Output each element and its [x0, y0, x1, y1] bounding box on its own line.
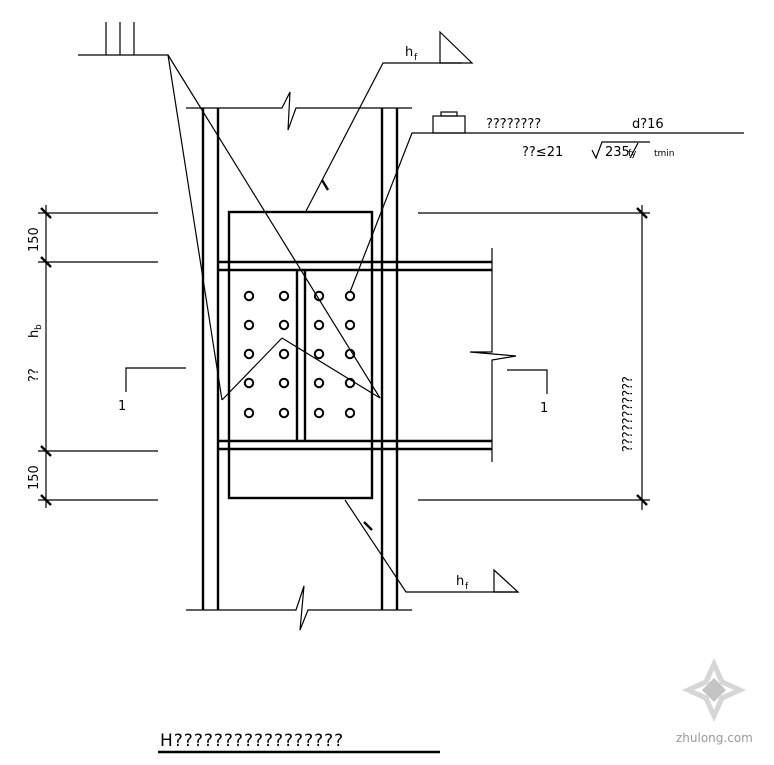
weld-label-bottom: h [456, 574, 464, 589]
dim-top-150: 150 [27, 227, 42, 252]
bolt-icon [313, 377, 325, 389]
bolt-icon [344, 319, 356, 331]
bolt-icon [313, 319, 325, 331]
column [186, 91, 412, 631]
section-mark-left: 1 [118, 367, 186, 414]
dim-bottom-150: 150 [27, 465, 42, 490]
bolt-icon [278, 407, 290, 419]
beam [218, 248, 517, 462]
watermark-logo: zhulong.com [676, 658, 753, 745]
thickness-formula-text: 235 [605, 145, 630, 160]
bolt-icon [278, 319, 290, 331]
bolt-icon [278, 377, 290, 389]
bolt-note: ???????? d?16 ??≤21 235 fy tmin [432, 111, 675, 160]
section-mark-right: 1 [507, 369, 548, 416]
bolt-icon [243, 407, 255, 419]
section-mark-left-text: 1 [118, 399, 126, 414]
bolt-icon [344, 407, 356, 419]
drawing-title: H????????????????? [158, 731, 440, 754]
left-dimension: 150 150 h b ?? [27, 205, 158, 508]
break-symbol-top-left [105, 22, 135, 55]
weld-label-top-sub: f [414, 53, 418, 63]
bolt-icon [313, 407, 325, 419]
bolt-icon [313, 348, 325, 360]
bolt-note-text: ???????? [486, 117, 541, 132]
dim-hb-sub: b [34, 324, 44, 330]
dim-right-note: ??????????? [621, 376, 636, 452]
watermark-logo-icon [682, 658, 746, 722]
bolt-icon [243, 348, 255, 360]
bolt-icon [344, 290, 356, 302]
weld-symbol-bottom: h f [432, 568, 520, 593]
splice-plates [227, 210, 374, 500]
thickness-sub-tmin: tmin [654, 149, 675, 159]
weld-label-bottom-sub: f [465, 582, 469, 592]
thickness-sub-fy: fy [628, 149, 637, 159]
bolt-icon [243, 377, 255, 389]
right-dimension: ??????????? [418, 205, 650, 510]
bolt-icon [243, 319, 255, 331]
bolt-diameter-text: d?16 [632, 117, 664, 132]
thickness-note-text: ??≤21 [522, 145, 563, 160]
weld-symbol-top: h f [405, 30, 474, 64]
title-text: H????????????????? [160, 731, 344, 751]
leader-lines [78, 54, 744, 593]
section-mark-right-text: 1 [540, 401, 548, 416]
bolt-icon [278, 290, 290, 302]
bolt-group [243, 290, 356, 419]
weld-label-top: h [405, 45, 413, 60]
watermark-text: zhulong.com [676, 731, 753, 745]
bolt-icon [278, 348, 290, 360]
dim-left-note: ?? [27, 368, 42, 382]
dim-hb: h [27, 330, 42, 338]
bolt-icon [243, 290, 255, 302]
